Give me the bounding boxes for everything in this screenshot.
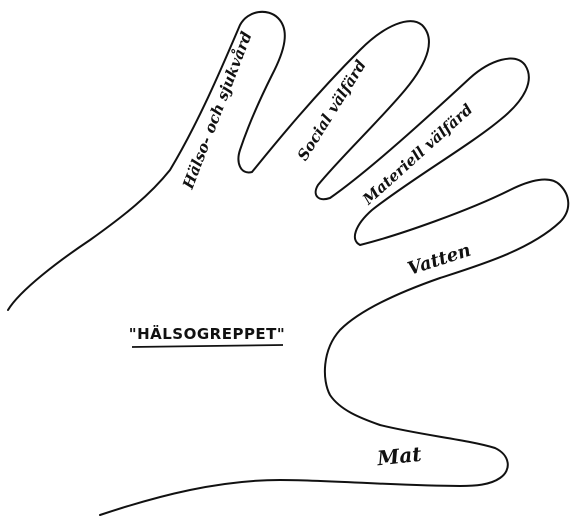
finger-label-halso-och-sjukvard: Hälso- och sjukvård xyxy=(179,29,256,193)
hand-outline xyxy=(8,12,568,515)
finger-label-mat: Mat xyxy=(375,442,423,471)
center-label-underline xyxy=(132,345,283,347)
finger-label-vatten: Vatten xyxy=(405,240,473,280)
center-label: "HÄLSOGREPPET" xyxy=(129,324,285,343)
finger-label-materiell-valfard: Materiell välfärd xyxy=(358,100,476,209)
